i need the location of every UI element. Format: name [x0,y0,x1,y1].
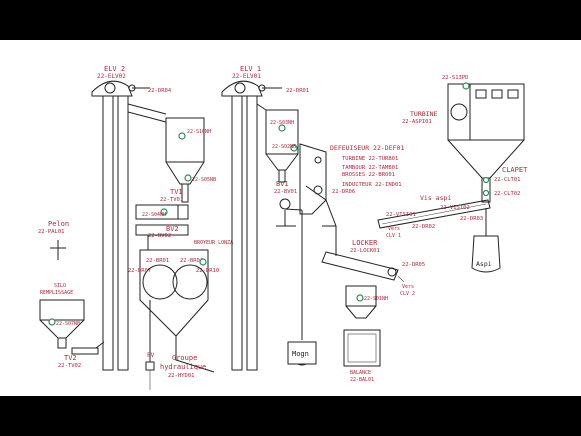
bv1-title: BV1 [276,180,289,188]
sensor-br02 [199,258,207,266]
diagram-sheet [0,40,581,396]
s02nb-label: 22-S02NB [272,144,296,150]
sensor-s02nb [290,144,298,152]
defeuiseur-label: DEFEUISEUR 22-DEF01 [330,144,404,152]
valve-bv2 [135,224,189,250]
s13pd-label: 22-S13PD [442,75,469,81]
groupe-label-1: Groupe [172,354,197,362]
elevator-elv1 [221,80,282,371]
sensor-clt02 [482,189,490,197]
pal01-label: 22-PAL01 [38,229,65,235]
sensor-s16nh [178,132,186,140]
s16nh-label: 22-S16NH [187,129,211,135]
br02-label: 22-BR02 [180,258,203,264]
sensor-s03nh [278,124,286,132]
dr03-label: 22-DR03 [460,216,483,222]
locker-conveyor [321,226,399,281]
dr02-label: 22-DR02 [412,224,435,230]
dr07-label: 22-DR07 [128,268,151,274]
hydraulic-line [145,346,155,390]
clapet-title: CLAPET [502,166,528,174]
vers-clv1-2: CLV 1 [386,233,401,239]
tv1-title: TV1 [170,188,183,196]
elv1-title: ELV 1 [240,65,261,73]
elv2-title: ELV 2 [104,65,125,73]
dr04-label: 22-DR04 [148,88,172,94]
sensor-s04nh [160,208,168,216]
bv2-title: BV2 [166,225,179,233]
sensor-s05nb [184,174,192,182]
bv02-label: 22-BV02 [148,233,171,239]
silo-sub: REMPLISSAGE [40,290,73,296]
clt01-label: 22-CLT01 [494,177,521,183]
inducteur-row: INDUCTEUR 22-IND01 [342,182,402,188]
groupe-label-2: hydraulique [160,363,206,371]
broyeur-label: BROYEUR LONZA [194,240,233,246]
sensor-s07nb [48,318,56,326]
vers-clv2-2: CLV 2 [400,291,415,297]
valve-bv1 [276,198,303,227]
turbine-title: TURBINE [410,110,437,118]
balance-label-1: BALANCE [350,370,371,376]
turbine-row: TURBINE 22-TURB01 [342,156,398,162]
visi02-label: 22-VISI02 [440,205,470,211]
s07nb-label: 22-S07NB [56,321,80,327]
hyd01-label: 22-HYD01 [168,373,195,379]
s03nh-label: 22-S03NH [270,120,294,126]
br01-label: 22-BR01 [146,258,169,264]
dr05-label: 22-DR05 [402,262,425,268]
vers-clv2-1: Vers [402,284,414,290]
bv01-label: 22-BV01 [274,189,297,195]
visi01-label: 22-VISI01 [386,212,416,218]
dr01-label: 22-DR01 [286,88,309,94]
aspi-label: Aspi [476,260,492,268]
pelon-hook [50,240,66,260]
arrow-clv2 [397,275,405,283]
sensor-clt01 [482,176,490,184]
vis-aspi-screw [377,199,491,229]
pelon-title: Pelon [48,220,69,228]
elevator-elv2 [91,80,167,371]
elv1-code: 22-ELV01 [232,73,261,80]
crusher-lonza [139,249,215,373]
mogn-tank [287,210,317,366]
silo-hopper [39,299,105,355]
hopper-elv2 [165,117,205,203]
vers-clv1-1: Vers [388,226,400,232]
brosses-row: BROSSES 22-BRO01 [342,172,395,178]
vis-aspi-label: Vis aspi [420,194,451,202]
dr10-label: 22-DR10 [196,268,219,274]
sensor-s13pd [462,82,470,90]
silo-title: SILO [54,283,66,289]
tv2-title: TV2 [64,354,77,362]
hopper-elv1 [265,109,299,183]
dr06-label: 22-DR06 [332,189,355,195]
locker-title: LOCKER [352,239,378,247]
s04nh-label: 22-S04NH [142,212,166,218]
tv02-label: 22-TV02 [58,363,81,369]
defeuiseur [299,143,337,227]
mogn-label: Mogn [292,350,309,358]
tambour-row: TAMBOUR 22-TAMB01 [342,165,398,171]
fv-label: FV [147,352,155,359]
tv01-label: 22-TV01 [160,197,183,203]
valve-tv1 [135,204,189,220]
s05nb-label: 22-S05NB [192,177,216,183]
locker-code: 22-LOCK01 [350,248,380,254]
aspi01-label: 22-ASPI01 [402,119,432,125]
s01nh-label: 22-S01NH [364,296,388,302]
elv2-code: 22-ELV02 [97,73,126,80]
balance-hopper [343,285,381,367]
aspi-bag [471,235,501,273]
balance-label-2: 22-BAL01 [350,377,374,383]
clt02-label: 22-CLT02 [494,191,521,197]
sensor-s01nh [356,294,364,302]
